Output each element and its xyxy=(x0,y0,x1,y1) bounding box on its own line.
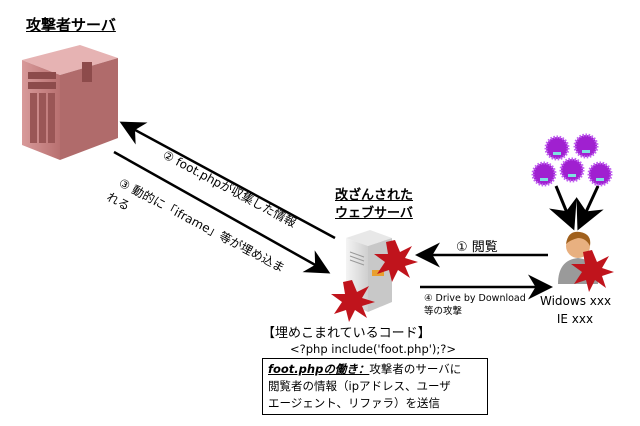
attacker-server-icon xyxy=(22,45,118,160)
burst-icon xyxy=(374,240,418,282)
virus-cluster xyxy=(531,133,613,187)
burst-icon xyxy=(571,250,614,292)
attacker-server-title: 攻撃者サーバ xyxy=(26,16,116,34)
code-description-box: foot.phpの働き：攻撃者のサーバに 閲覧者の情報（ipアドレス、ユーザ エ… xyxy=(262,358,488,415)
arrow-collected-info xyxy=(119,121,336,240)
step4-label: ④ Drive by Download 等の攻撃 xyxy=(424,293,526,317)
compromised-server-title: 改ざんされた ウェブサーバ xyxy=(335,188,414,221)
client-label: Widows xxx IE xxx xyxy=(540,294,612,326)
burst-icon xyxy=(331,280,375,322)
code-snippet: <?php include('foot.php');?> xyxy=(290,342,457,356)
code-heading: 【埋めこまれているコード】 xyxy=(262,326,431,341)
arrow-iframe-injection xyxy=(113,150,331,274)
step1-label: ① 閲覧 xyxy=(456,240,498,255)
